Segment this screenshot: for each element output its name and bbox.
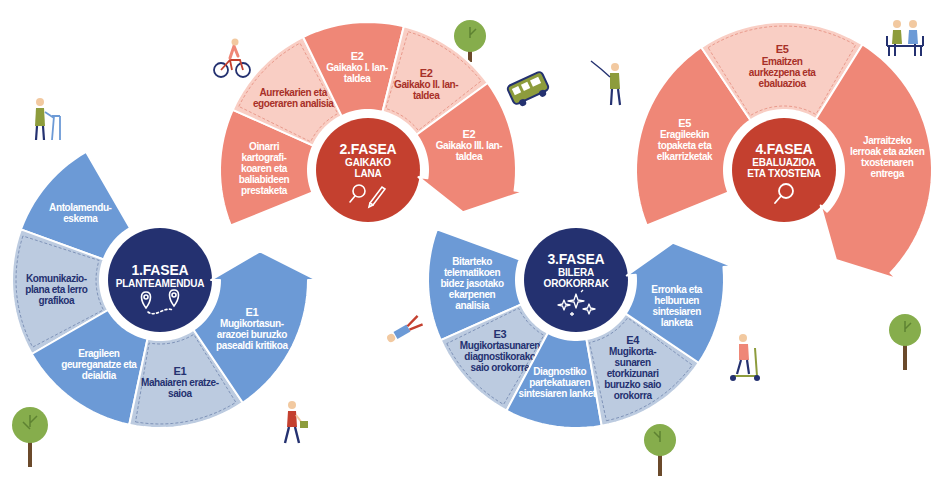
step-label: Gaikako I. lan-taldea <box>315 62 399 84</box>
session-code: E5 <box>740 43 824 55</box>
circle-fill <box>316 118 420 222</box>
text-block: Antolamendu- eskema <box>38 202 122 224</box>
phase-title: GAIKAKO LANA <box>333 157 403 179</box>
step-label: Gaikako III. lan-taldea <box>431 140 507 162</box>
text-block: 1.FASEAPLANTEAMENDUA <box>112 263 208 289</box>
phase-icon <box>558 290 595 316</box>
circle-fill <box>108 228 212 332</box>
step-label: Aurrekarien eta egoeraren analisia <box>251 87 335 109</box>
text-block: E2Gaikako I. lan-taldea <box>315 50 399 84</box>
session-code: E5 <box>647 117 723 129</box>
circle-fill <box>524 228 628 332</box>
resting-person <box>385 316 423 344</box>
phase-number: 2.FASEA <box>333 142 403 157</box>
bus <box>507 71 552 109</box>
tree <box>12 407 48 467</box>
step-label: Erronka eta helburuen sintesiaren lanket… <box>639 284 715 328</box>
step-label: Diagnostiko partekatuaren sintesiaren la… <box>518 366 602 399</box>
segment-fill <box>417 83 524 212</box>
step-label: Antolamendu- eskema <box>38 202 122 224</box>
session-code: E2 <box>384 67 468 79</box>
session-code: E2 <box>315 50 399 62</box>
segment-fill <box>194 251 317 402</box>
step-label: Eragileekin topaketa eta elkarrizketak <box>647 129 723 162</box>
scooter-person <box>730 334 760 381</box>
step-segment: E2Gaikako III. lan-taldea <box>414 81 526 215</box>
text-block: E5Eragileekin topaketa eta elkarrizketak <box>647 117 723 162</box>
text-block: Eragileen geureganatze eta deialdia <box>57 348 141 381</box>
step-label: Mugikorta- sunaren etorkizunari buruzko … <box>591 346 675 401</box>
phase-circle: 2.FASEAGAIKAKO LANA <box>316 118 420 222</box>
text-block: E4Mugikorta- sunaren etorkizunari buruzk… <box>591 334 675 401</box>
text-block: E1Mugikortasun- arazoei buruzko pasealdi… <box>214 306 290 351</box>
text-block: Komunikazio- plana eta lerro grafikoa <box>18 273 94 306</box>
step-label: Oinarri kartografi- koaren eta baliabide… <box>226 141 302 196</box>
text-block: Bitarteko telematikoen bidez jasotako ek… <box>434 256 510 311</box>
session-code: E3 <box>458 328 542 340</box>
cane-person <box>591 61 620 105</box>
cyclist <box>214 39 250 78</box>
step-label: Mugikortasun- arazoei buruzko pasealdi k… <box>214 318 290 351</box>
phase-circle: 1.FASEAPLANTEAMENDUA <box>108 228 212 332</box>
text-block: Erronka eta helburuen sintesiaren lanket… <box>639 284 715 328</box>
text-block: 2.FASEAGAIKAKO LANA <box>333 142 403 179</box>
text-block: E5Emaitzen aurkezpena eta ebaluazioa <box>740 43 824 88</box>
phase-icon <box>775 184 793 203</box>
phase-number: 1.FASEA <box>112 263 208 278</box>
session-code: E2 <box>431 128 507 140</box>
text-block: 3.FASEABILERA OROKORRAK <box>528 252 624 289</box>
phase-title: EBALUAZIOA ETA TXOSTENA <box>745 157 823 179</box>
text-block: Diagnostiko partekatuaren sintesiaren la… <box>518 366 602 399</box>
walker-person <box>35 98 60 140</box>
phase-number: 3.FASEA <box>528 252 624 267</box>
segment-fill <box>816 44 932 279</box>
text-block: Oinarri kartografi- koaren eta baliabide… <box>226 141 302 196</box>
text-block: Jarraitzeko lerroak eta azken txostenare… <box>849 135 925 179</box>
text-block: E2Gaikako III. lan-taldea <box>431 128 507 162</box>
step-label: Emaitzen aurkezpena eta ebaluazioa <box>740 56 824 89</box>
phase-icon <box>350 185 385 207</box>
phase-title: BILERA OROKORRAK <box>528 267 624 289</box>
text-block: E1Mahaiaren eratze-saioa <box>138 365 222 399</box>
text-block: E2Gaikako II. lan-taldea <box>384 67 468 101</box>
session-code: E1 <box>138 365 222 377</box>
step-label: Bitarteko telematikoen bidez jasotako ek… <box>434 256 510 311</box>
tree <box>644 424 676 476</box>
text-block: 4.FASEAEBALUAZIOA ETA TXOSTENA <box>745 142 823 179</box>
tree <box>889 314 921 370</box>
text-block: Aurrekarien eta egoeraren analisia <box>251 87 335 109</box>
phase-number: 4.FASEA <box>745 142 823 157</box>
step-label: Eragileen geureganatze eta deialdia <box>57 348 141 381</box>
step-label: Jarraitzeko lerroak eta azken txostenare… <box>849 135 925 179</box>
step-segment: Erronka eta helburuen sintesiaren lanket… <box>623 240 735 365</box>
step-segment: E1Mugikortasun- arazoei buruzko pasealdi… <box>191 249 319 405</box>
step-segment: Jarraitzeko lerroak eta azken txostenare… <box>813 42 934 282</box>
session-code: E1 <box>214 306 290 318</box>
bench-couple <box>887 20 923 56</box>
segment-fill <box>626 243 733 363</box>
step-label: Mahaiaren eratze-saioa <box>138 377 222 399</box>
step-label: Gaikako II. lan-taldea <box>384 79 468 101</box>
phase-circle: 3.FASEABILERA OROKORRAK <box>524 228 628 332</box>
phase-title: PLANTEAMENDUA <box>112 278 208 289</box>
segment-fill <box>32 310 148 425</box>
step-label: Komunikazio- plana eta lerro grafikoa <box>18 273 94 306</box>
walking-person <box>285 401 308 443</box>
phase-icon <box>142 290 179 314</box>
